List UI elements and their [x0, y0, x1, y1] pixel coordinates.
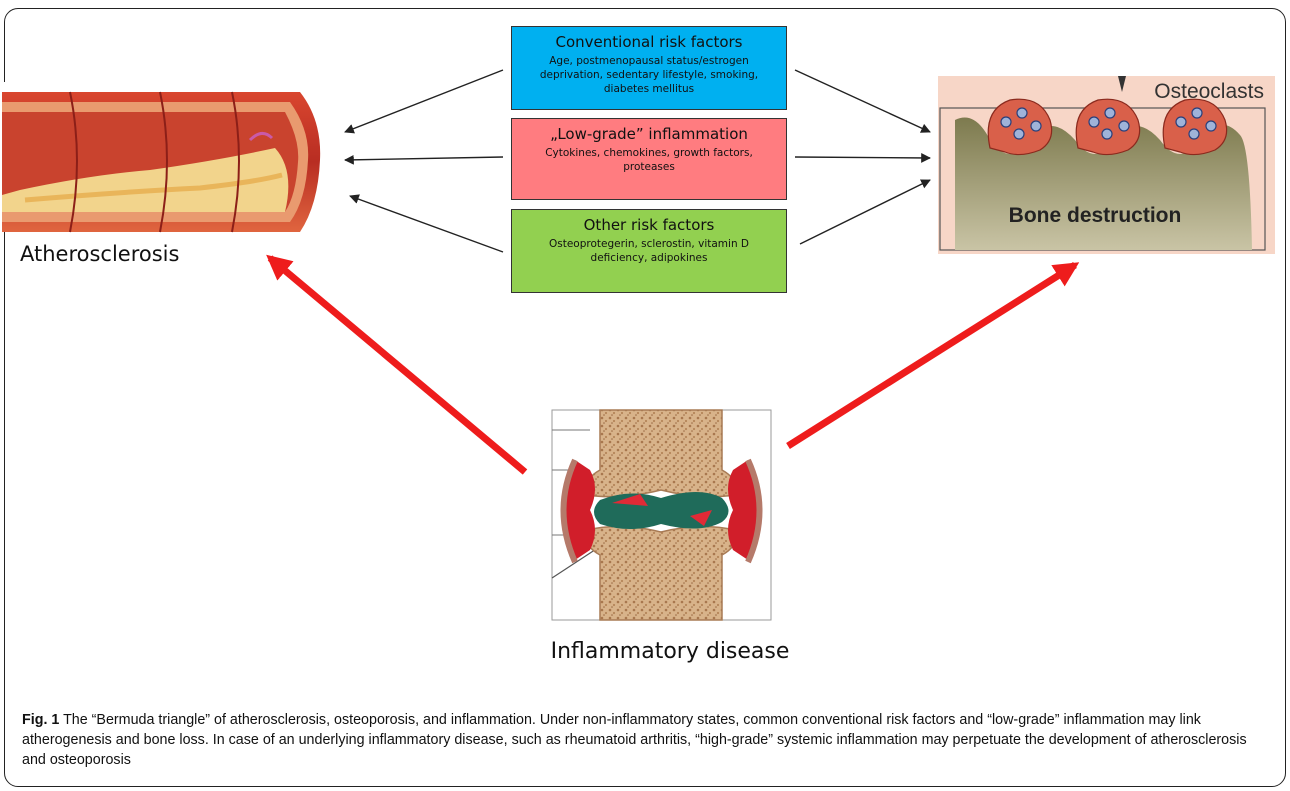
low-grade-inflammation-box: „Low-grade” inflammation Cytokines, chem… — [511, 118, 787, 200]
arrow-lowgrade-to-atherosclerosis — [345, 157, 503, 160]
conventional-risk-factors-title: Conventional risk factors — [512, 33, 786, 51]
osteoclasts-label: Osteoclasts — [1154, 80, 1264, 103]
low-grade-inflammation-title: „Low-grade” inflammation — [512, 125, 786, 143]
atherosclerosis-label: Atherosclerosis — [20, 242, 230, 266]
inflamed-joint-illustration — [552, 410, 771, 620]
bone-destruction-label: Bone destruction — [1009, 204, 1182, 227]
arrow-lowgrade-to-bone — [795, 157, 930, 158]
caption-text: The “Bermuda triangle” of atherosclerosi… — [22, 712, 1247, 768]
conventional-risk-factors-box: Conventional risk factors Age, postmenop… — [511, 26, 787, 110]
figure-caption: Fig. 1 The “Bermuda triangle” of atheros… — [22, 710, 1272, 770]
bone-destruction-illustration: Osteoclasts Bone destruction — [938, 76, 1275, 254]
red-arrow-to-bone — [788, 265, 1075, 446]
arrow-other-to-bone — [800, 180, 930, 244]
conventional-risk-factors-body: Age, postmenopausal status/estrogen depr… — [520, 54, 778, 96]
low-grade-inflammation-body: Cytokines, chemokines, growth factors, p… — [520, 146, 778, 174]
other-risk-factors-body: Osteoprotegerin, sclerostin, vitamin D d… — [520, 237, 778, 265]
arrow-other-to-atherosclerosis — [350, 196, 503, 252]
figure-label: Fig. 1 — [22, 712, 59, 728]
other-risk-factors-title: Other risk factors — [512, 216, 786, 234]
arrow-conventional-to-bone — [795, 70, 930, 132]
arrow-conventional-to-atherosclerosis — [345, 70, 503, 132]
red-arrow-to-atherosclerosis — [270, 258, 525, 472]
atherosclerosis-vessel-illustration — [2, 82, 320, 232]
inflammatory-disease-label: Inflammatory disease — [540, 636, 800, 667]
other-risk-factors-box: Other risk factors Osteoprotegerin, scle… — [511, 209, 787, 293]
